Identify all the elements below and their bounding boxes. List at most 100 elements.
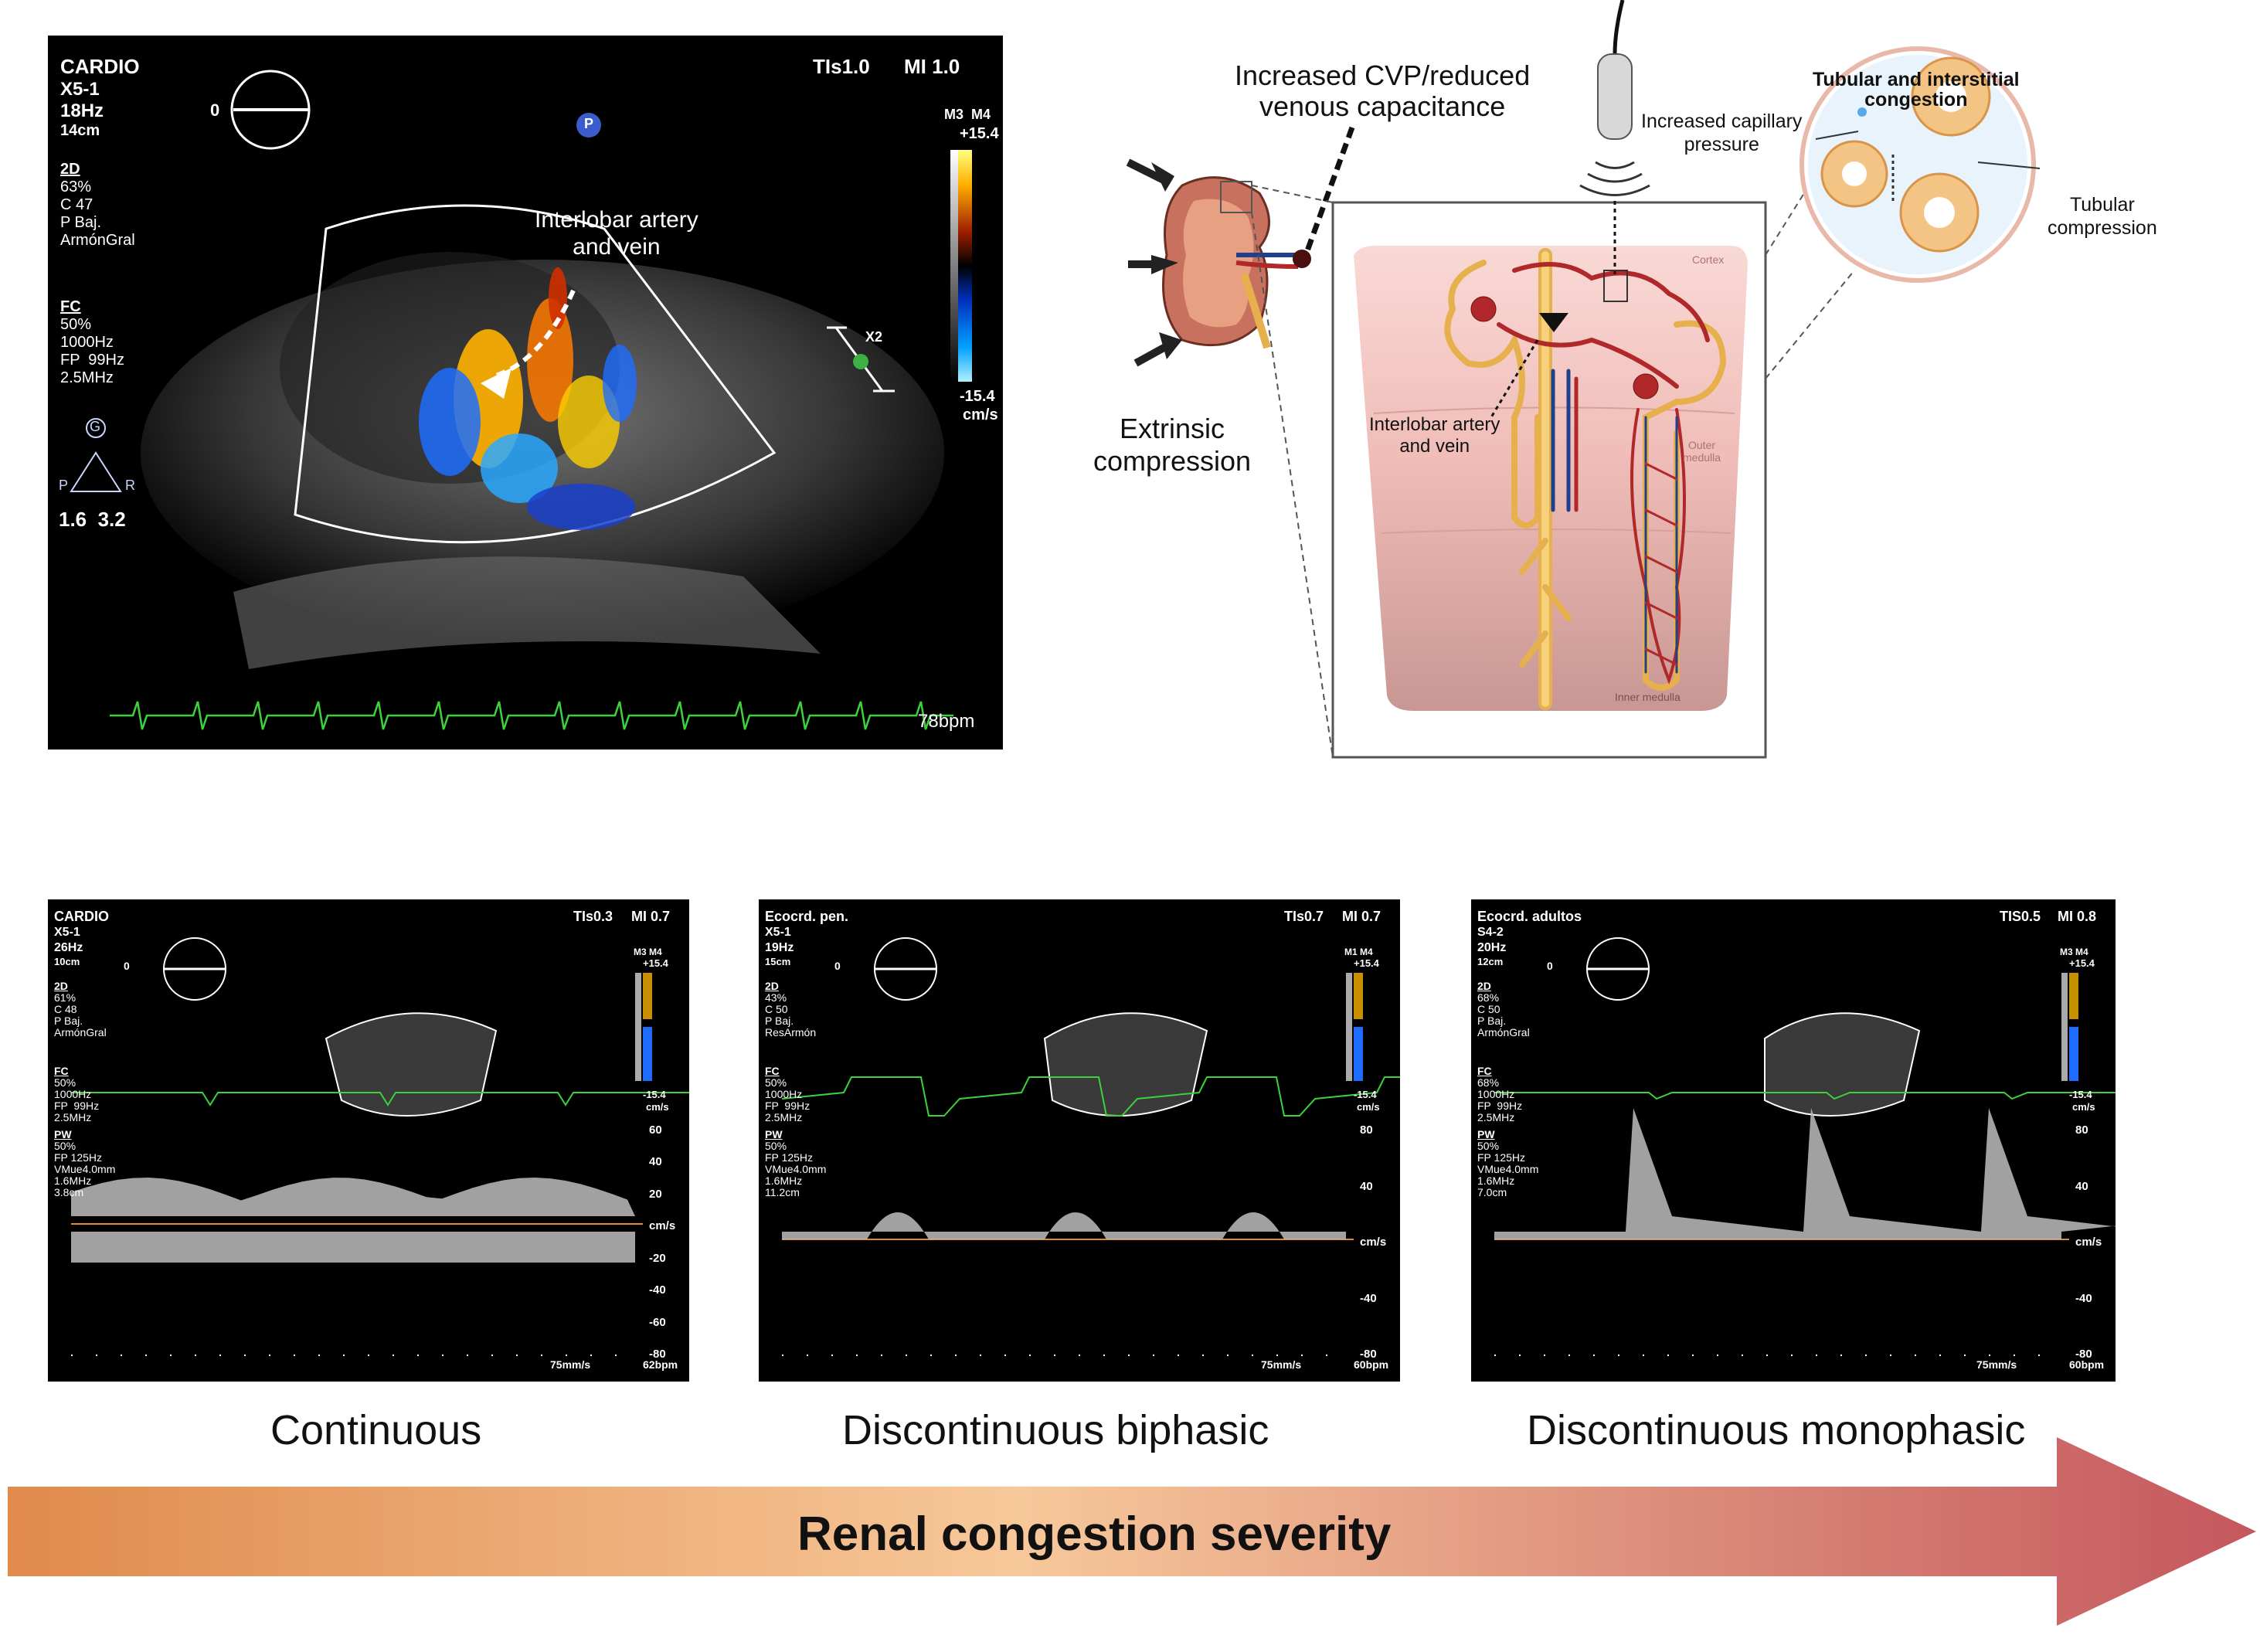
param-line: 1.6MHz bbox=[765, 1174, 803, 1187]
param-line: 63% bbox=[60, 178, 92, 195]
param-line: C 50 bbox=[1477, 1003, 1500, 1015]
param-line: PW bbox=[54, 1128, 72, 1140]
panel-scale-min: -15.4 bbox=[643, 1089, 666, 1100]
axis-tick-label: 40 bbox=[649, 1155, 662, 1169]
severity-arrow bbox=[8, 1437, 2256, 1626]
doppler-graphics bbox=[71, 937, 689, 1356]
param-line: VMue4.0mm bbox=[54, 1163, 116, 1175]
param-line: 1000Hz bbox=[54, 1088, 92, 1100]
axis-tick-label: cm/s bbox=[2075, 1236, 2102, 1249]
heart-rate-label: 78bpm bbox=[918, 711, 975, 732]
doppler-graphics bbox=[1494, 937, 2116, 1356]
axis-tick-label: -40 bbox=[649, 1283, 666, 1297]
gain-g-label: G bbox=[90, 419, 101, 434]
ecg-trace bbox=[110, 701, 953, 730]
panel-scale-max: +15.4 bbox=[2069, 957, 2095, 969]
param-line: 68% bbox=[1477, 991, 1500, 1004]
gain-r-label: R bbox=[125, 478, 135, 493]
compression-arrows bbox=[1126, 158, 1182, 367]
panel-rate: 19Hz bbox=[765, 941, 794, 954]
param-line: FP 125Hz bbox=[765, 1151, 813, 1164]
param-line: 50% bbox=[765, 1076, 787, 1089]
param-line: 3.8cm bbox=[54, 1186, 84, 1198]
panel-scale-max: +15.4 bbox=[1354, 957, 1379, 969]
param-line: FP 99Hz bbox=[1477, 1100, 1523, 1112]
param-line: P Baj. bbox=[60, 214, 101, 231]
panel-zero: 0 bbox=[834, 960, 841, 972]
param-line: 1000Hz bbox=[765, 1088, 803, 1100]
inner-medulla-label: Inner medulla bbox=[1615, 691, 1681, 703]
panel-sweep: 75mm/s bbox=[1976, 1358, 2017, 1371]
param-line: 61% bbox=[54, 991, 76, 1004]
outer-medulla-label: Outer medulla bbox=[1683, 439, 1721, 464]
param-line: ArmónGral bbox=[54, 1026, 107, 1038]
cortex-label: Cortex bbox=[1692, 253, 1725, 266]
axis-tick-label: -80 bbox=[1360, 1348, 1377, 1361]
kidney-icon bbox=[1162, 176, 1311, 349]
axis-tick-label: -40 bbox=[1360, 1291, 1377, 1305]
param-line: PW bbox=[1477, 1128, 1495, 1140]
panel-scale-unit: cm/s bbox=[2072, 1101, 2095, 1113]
param-line: VMue4.0mm bbox=[765, 1163, 827, 1175]
axis-tick-label: 40 bbox=[2075, 1179, 2088, 1193]
axis-tick-label: 20 bbox=[649, 1187, 662, 1201]
param-line: 2D bbox=[60, 161, 80, 178]
focus-label: X2 bbox=[865, 329, 883, 345]
param-line: FP 99Hz bbox=[54, 1100, 100, 1112]
param-line: 2.5MHz bbox=[60, 369, 114, 386]
zero-label: 0 bbox=[210, 100, 220, 120]
gain-p-label: P bbox=[59, 478, 69, 493]
pattern-caption: Continuous bbox=[270, 1407, 482, 1453]
cvp-label: Increased CVP/reduced venous capacitance bbox=[1235, 59, 1531, 122]
panel-zero: 0 bbox=[1547, 960, 1553, 972]
panel-rate: 20Hz bbox=[1477, 941, 1507, 954]
panel-bpm: 60bpm bbox=[1354, 1358, 1389, 1371]
scale-top-label: M3 M4 bbox=[944, 107, 991, 122]
panel-scale-unit: cm/s bbox=[1357, 1101, 1380, 1113]
param-line: 43% bbox=[765, 991, 787, 1004]
tis-label: TIs1.0 bbox=[813, 55, 870, 78]
probe-marker-icon bbox=[576, 113, 601, 138]
tubular-compression-label: Tubular compression bbox=[2048, 194, 2157, 239]
param-line: 1000Hz bbox=[60, 334, 114, 351]
param-line: 50% bbox=[765, 1140, 787, 1152]
param-line: 1.6MHz bbox=[1477, 1174, 1515, 1187]
panel-tis: TIS0.5 bbox=[2000, 909, 2041, 924]
panel-tis: TIs0.3 bbox=[573, 909, 613, 924]
param-line: FP 99Hz bbox=[765, 1100, 811, 1112]
probe-marker-label: P bbox=[584, 116, 594, 131]
param-line: 2.5MHz bbox=[765, 1111, 803, 1123]
panel-scale-max: +15.4 bbox=[643, 957, 668, 969]
param-line: 2D bbox=[765, 980, 779, 992]
panel-scale-top: M3 M4 bbox=[2060, 947, 2088, 957]
ultrasound-probe-icon bbox=[1579, 0, 1650, 196]
pattern-caption: Discontinuous monophasic bbox=[1527, 1407, 2026, 1453]
panel-scale-top: M1 M4 bbox=[1344, 947, 1373, 957]
param-line: 50% bbox=[1477, 1140, 1500, 1152]
panel-tis: TIs0.7 bbox=[1284, 909, 1324, 924]
interlobar-diagram-label: Interlobar artery and vein bbox=[1369, 414, 1500, 457]
param-line: FP 99Hz bbox=[60, 352, 124, 369]
color-flow bbox=[419, 267, 637, 530]
param-line: C 47 bbox=[60, 196, 93, 213]
panel-probe: X5-1 bbox=[54, 926, 80, 939]
annotation-arrow bbox=[495, 289, 576, 378]
param-line: FP 125Hz bbox=[1477, 1151, 1525, 1164]
panel-header: CARDIO bbox=[54, 909, 109, 924]
pattern-caption: Discontinuous biphasic bbox=[842, 1407, 1269, 1453]
panel-bpm: 60bpm bbox=[2069, 1358, 2105, 1371]
axis-tick-label: -80 bbox=[2075, 1348, 2092, 1361]
param-line: PW bbox=[765, 1128, 783, 1140]
panel-scale-unit: cm/s bbox=[646, 1101, 669, 1113]
param-line: FC bbox=[1477, 1065, 1492, 1077]
panel-depth: 10cm bbox=[54, 956, 80, 967]
scale-unit-label: cm/s bbox=[963, 406, 998, 423]
param-line: 50% bbox=[60, 316, 92, 333]
gain-triangle-icon bbox=[70, 451, 122, 492]
param-line: 2D bbox=[54, 980, 68, 992]
param-line: 50% bbox=[54, 1076, 76, 1089]
